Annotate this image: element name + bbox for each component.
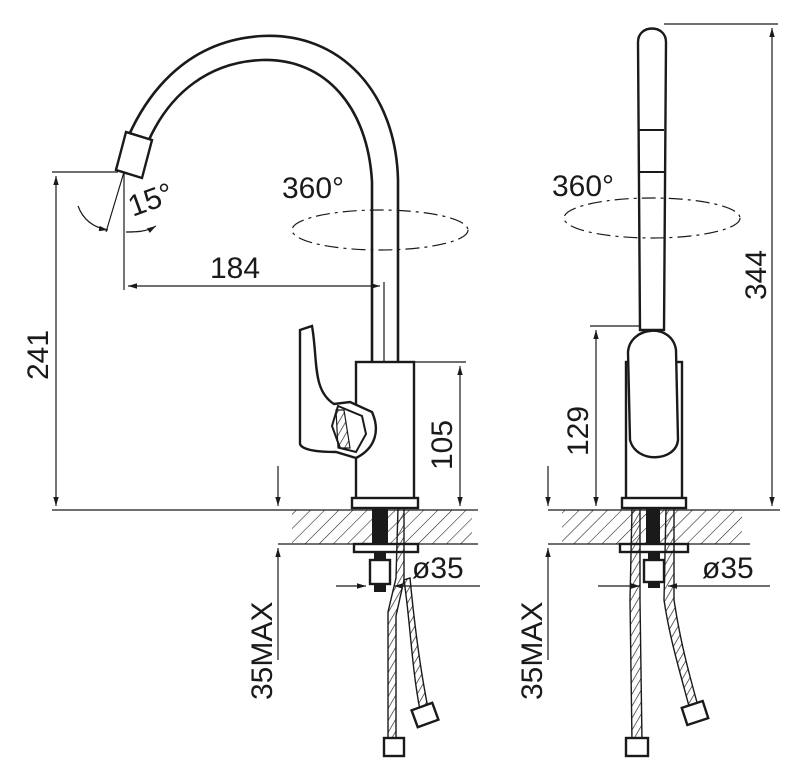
spout-front [636, 27, 668, 332]
lever-height-label: 129 [562, 406, 595, 456]
height-dimension-front [664, 23, 778, 506]
rotation-ellipse-front [563, 197, 741, 239]
lever-height-dimension [590, 325, 640, 506]
rotation-ellipse-side [291, 209, 469, 251]
faucet-body-front [620, 329, 688, 510]
tilt-angle-annotation [77, 171, 157, 290]
tilt-angle-label: 15° [124, 177, 178, 224]
max-thickness-label-front: 35MAX [516, 602, 549, 700]
max-thickness-label-side: 35MAX [246, 602, 279, 700]
body-height-label: 105 [426, 420, 459, 470]
height-label-front: 344 [740, 250, 773, 300]
body-height-dimension [414, 361, 466, 506]
reach-dimension [128, 282, 385, 362]
countertop-side [52, 509, 478, 545]
side-view: 360° 15° 241 184 105 [22, 34, 480, 758]
diameter-label-front: ø35 [702, 552, 754, 585]
fittings-front [618, 507, 710, 758]
countertop-front [548, 509, 780, 545]
rotation-label-side: 360° [282, 172, 344, 205]
height-label-side: 241 [22, 330, 55, 380]
diameter-label-side: ø35 [412, 552, 464, 585]
rotation-label-front: 360° [552, 170, 614, 203]
reach-label: 184 [210, 252, 260, 285]
faucet-body-side [298, 324, 420, 510]
spout-side [114, 34, 400, 362]
height-dimension-side [52, 171, 118, 506]
fittings-side [352, 507, 440, 758]
front-view: 360° 344 129 35MAX ø35 [516, 23, 780, 758]
